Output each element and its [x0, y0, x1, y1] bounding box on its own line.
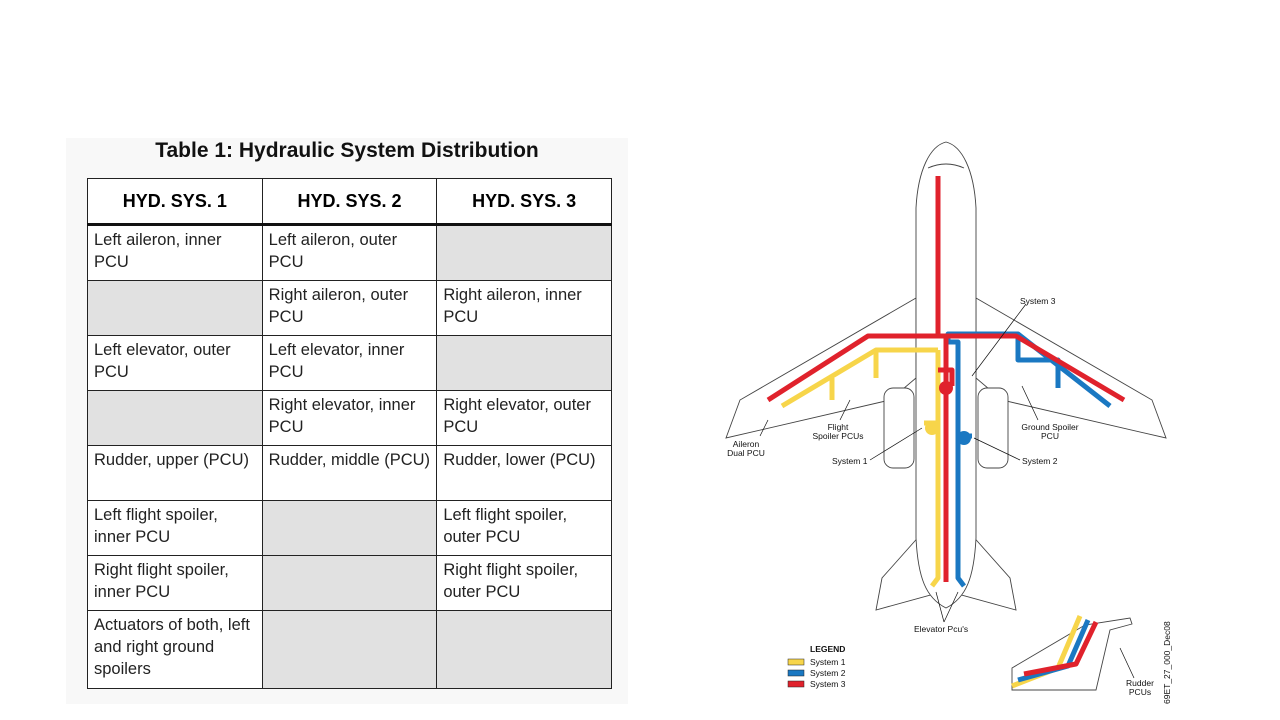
legend: LEGEND System 1 System 2 System 3 [787, 644, 846, 689]
table-row: Left elevator, outer PCU Left elevator, … [87, 335, 612, 391]
system1-pcu-icon [925, 421, 939, 435]
table-cell: Left aileron, inner PCU [87, 224, 263, 281]
legend-item-system1: System 1 [810, 657, 846, 667]
label-ground-spoiler-2: PCU [1041, 431, 1059, 441]
label-aileron-2: Dual PCU [727, 448, 765, 458]
system3-lines [766, 176, 1126, 677]
table-cell: Right aileron, outer PCU [261, 280, 438, 336]
legend-title: LEGEND [810, 644, 845, 654]
table-row: Right flight spoiler, inner PCU Right fl… [87, 555, 612, 611]
label-flight-spoiler-2: Spoiler PCUs [812, 431, 863, 441]
header-hyd-sys-2: HYD. SYS. 2 [261, 178, 438, 226]
header-row: HYD. SYS. 1 HYD. SYS. 2 HYD. SYS. 3 [87, 178, 612, 226]
right-engine [977, 387, 1009, 469]
legend-item-system3: System 3 [810, 679, 846, 689]
distribution-table: HYD. SYS. 1 HYD. SYS. 2 HYD. SYS. 3 Left… [87, 178, 612, 689]
label-ground-spoiler-1: Ground Spoiler [1021, 422, 1078, 432]
table-cell: Actuators of both, left and right ground… [87, 610, 263, 689]
table-cell: Rudder, middle (PCU) [261, 445, 438, 501]
legend-swatch-system1 [787, 658, 805, 666]
legend-swatch-system3 [787, 680, 805, 688]
label-rudder-2: PCUs [1129, 687, 1151, 697]
header-hyd-sys-1: HYD. SYS. 1 [87, 178, 263, 226]
table-cell: Left flight spoiler, outer PCU [436, 500, 612, 556]
label-flight-spoiler-1: Flight [828, 422, 849, 432]
table-cell [261, 555, 438, 611]
label-system2: System 2 [1022, 456, 1058, 466]
table-cell: Right elevator, inner PCU [261, 390, 438, 446]
table-cell: Rudder, lower (PCU) [436, 445, 612, 501]
aircraft-outline [725, 141, 1167, 691]
label-elevator-pcus: Elevator Pcu's [914, 624, 968, 634]
table-row: Actuators of both, left and right ground… [87, 610, 612, 689]
table-title: Table 1: Hydraulic System Distribution [155, 139, 539, 162]
table-cell: Left flight spoiler, inner PCU [87, 500, 263, 556]
table-cell [261, 500, 438, 556]
label-aileron-1: Aileron [733, 439, 760, 449]
pcu-markers [925, 381, 971, 445]
system2-pcu-icon [957, 431, 971, 445]
legend-item-system2: System 2 [810, 668, 846, 678]
legend-swatch-system2 [787, 669, 805, 677]
table-cell: Right elevator, outer PCU [436, 390, 612, 446]
table-cell [87, 280, 263, 336]
table-cell [87, 390, 263, 446]
table-row: Rudder, upper (PCU) Rudder, middle (PCU)… [87, 445, 612, 501]
table-cell [436, 610, 612, 689]
table-row: Right elevator, inner PCU Right elevator… [87, 390, 612, 446]
table-cell: Right aileron, inner PCU [436, 280, 612, 336]
left-engine [883, 387, 915, 469]
label-rudder-1: Rudder [1126, 678, 1154, 688]
label-system3: System 3 [1020, 296, 1056, 306]
table-row: Left flight spoiler, inner PCU Left flig… [87, 500, 612, 556]
table-row: Left aileron, inner PCU Left aileron, ou… [87, 224, 612, 281]
label-system1: System 1 [832, 456, 868, 466]
header-hyd-sys-3: HYD. SYS. 3 [436, 178, 612, 226]
figure-reference: 69ET_27_000_Dec08 [1162, 621, 1172, 704]
table-cell: Left elevator, outer PCU [87, 335, 263, 391]
table-cell [436, 335, 612, 391]
table-panel: Table 1: Hydraulic System Distribution H… [66, 138, 628, 704]
hydraulic-diagram: System 3 Flight Spoiler PCUs Aileron Dua… [725, 141, 1172, 704]
table-cell [436, 224, 612, 281]
table-cell: Rudder, upper (PCU) [87, 445, 263, 501]
table-row: Right aileron, outer PCU Right aileron, … [87, 280, 612, 336]
leader-lines [759, 303, 1135, 679]
table-cell: Left aileron, outer PCU [261, 224, 438, 281]
table-cell: Right flight spoiler, outer PCU [436, 555, 612, 611]
table-cell: Left elevator, inner PCU [261, 335, 438, 391]
system3-pcu-icon [939, 381, 953, 395]
table-cell: Right flight spoiler, inner PCU [87, 555, 263, 611]
table-cell [261, 610, 438, 689]
